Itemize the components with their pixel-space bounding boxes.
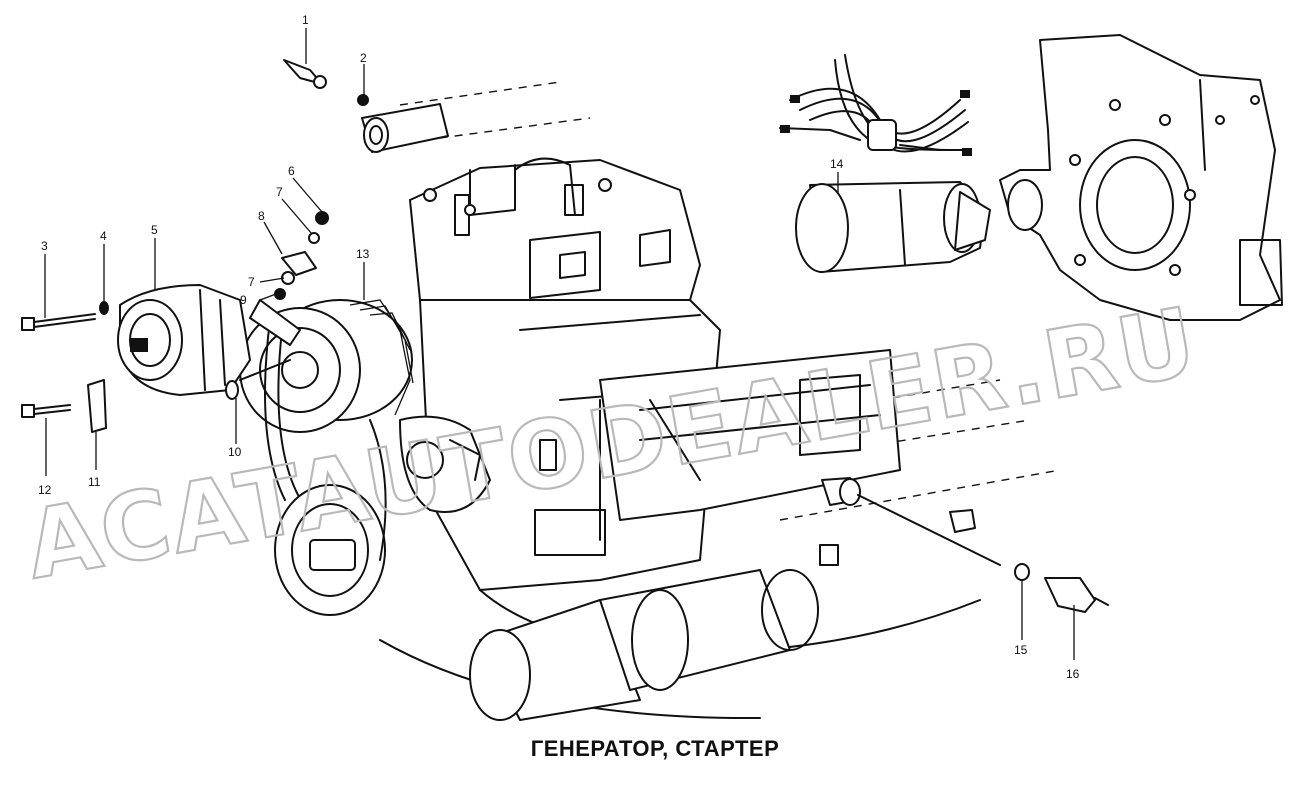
callout-11: 11 xyxy=(88,475,101,489)
callout-16: 16 xyxy=(1066,667,1080,681)
flywheel-housing xyxy=(999,34,1283,321)
callout-4: 4 xyxy=(100,229,107,243)
right-sensors xyxy=(819,477,1109,613)
callout-12: 12 xyxy=(38,483,52,497)
callout-7b: 7 xyxy=(248,275,255,289)
callout-6: 6 xyxy=(288,164,295,178)
coolant-pipe xyxy=(283,59,449,153)
callout-8: 8 xyxy=(258,209,265,223)
alternator xyxy=(117,284,301,396)
callout-labels: 1 2 3 4 5 6 7 8 7 9 10 11 12 13 14 15 16 xyxy=(38,13,1080,681)
callout-15: 15 xyxy=(1014,643,1028,657)
oil-filter xyxy=(469,569,819,721)
callout-9: 9 xyxy=(240,293,247,307)
crank-pulley-assembly xyxy=(239,299,491,616)
callout-3: 3 xyxy=(41,239,48,253)
diagram-caption: ГЕНЕРАТОР, СТАРТЕР xyxy=(530,736,780,761)
callout-10: 10 xyxy=(228,445,242,459)
callout-2: 2 xyxy=(360,51,367,65)
leader-lines xyxy=(44,28,1075,660)
callout-7a: 7 xyxy=(276,185,283,199)
callout-13: 13 xyxy=(356,247,370,261)
starter xyxy=(795,181,991,273)
left-bolts xyxy=(21,211,329,433)
callout-5: 5 xyxy=(151,223,158,237)
wire-harness xyxy=(779,54,972,156)
callout-1: 1 xyxy=(302,13,309,27)
engine-block xyxy=(379,81,1061,721)
callout-14: 14 xyxy=(830,157,844,171)
